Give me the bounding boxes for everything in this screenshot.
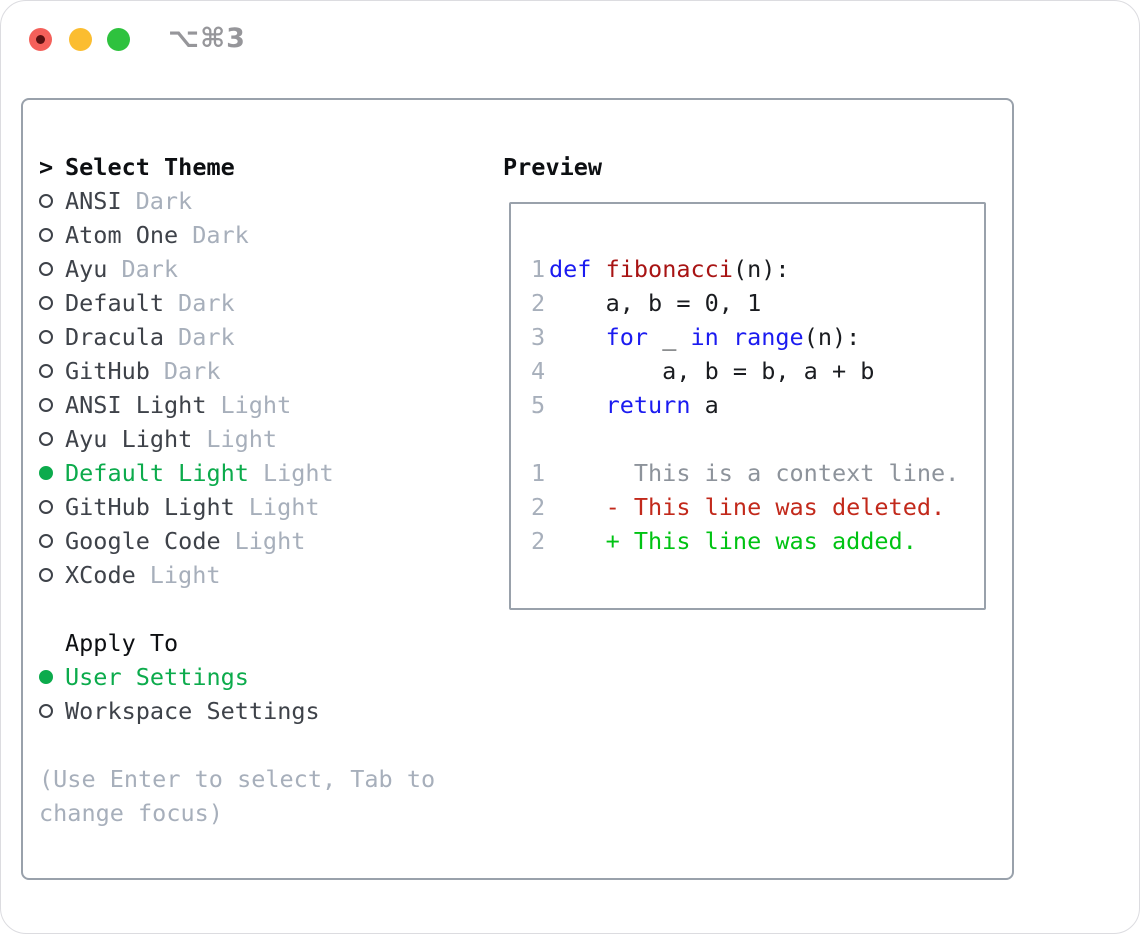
theme-option-label: Ayu Light	[65, 425, 193, 453]
line-number: 4	[531, 357, 546, 385]
minimize-button[interactable]	[69, 28, 92, 51]
preview-line	[531, 422, 984, 456]
theme-option-label: ANSI Light	[65, 391, 207, 419]
theme-variant-tag: Light	[206, 425, 278, 453]
theme-option-google-code[interactable]: Google Code Light	[39, 524, 464, 558]
theme-option-dracula[interactable]: Dracula Dark	[39, 320, 464, 354]
line-content: + This line was added.	[549, 527, 917, 555]
radio-icon	[39, 228, 65, 242]
theme-option-label: Default	[65, 289, 165, 317]
theme-variant-tag: Dark	[178, 289, 235, 317]
radio-icon	[39, 194, 65, 208]
theme-option-label: Google Code	[65, 527, 221, 555]
radio-icon	[39, 398, 65, 412]
theme-variant-tag: Light	[149, 561, 221, 589]
theme-variant-tag: Dark	[178, 323, 235, 351]
close-button-dot	[36, 35, 45, 44]
theme-variant-tag: Light	[220, 391, 292, 419]
radio-icon	[39, 568, 65, 582]
apply-to-title: Apply To	[65, 629, 179, 657]
radio-icon	[39, 330, 65, 344]
theme-option-label: Dracula	[65, 323, 165, 351]
radio-icon	[39, 534, 65, 548]
theme-variant-tag: Dark	[192, 221, 249, 249]
preview-line: 4 a, b = b, a + b	[531, 354, 984, 388]
theme-option-atom-one[interactable]: Atom One Dark	[39, 218, 464, 252]
radio-icon	[39, 432, 65, 446]
radio-icon	[39, 364, 65, 378]
line-number: 3	[531, 323, 546, 351]
line-content: def fibonacci(n):	[549, 255, 790, 283]
preview-line: 2 + This line was added.	[531, 524, 984, 558]
theme-option-github[interactable]: GitHub Dark	[39, 354, 464, 388]
cursor-marker: >	[39, 153, 65, 181]
theme-variant-tag: Light	[234, 527, 306, 555]
preview-line: 3 for _ in range(n):	[531, 320, 984, 354]
radio-icon	[39, 500, 65, 514]
line-number: 2	[531, 527, 546, 555]
line-content: return a	[605, 391, 719, 419]
theme-variant-tag: Dark	[121, 255, 179, 283]
close-button[interactable]	[29, 28, 52, 51]
theme-option-ansi-light[interactable]: ANSI Light Light	[39, 388, 464, 422]
window-shortcut-label: ⌥⌘3	[168, 23, 246, 54]
theme-option-github-light[interactable]: GitHub Light Light	[39, 490, 464, 524]
theme-variant-tag: Light	[248, 493, 320, 521]
theme-option-default[interactable]: Default Dark	[39, 286, 464, 320]
line-number: 2	[531, 289, 546, 317]
theme-option-label: Ayu	[65, 255, 108, 283]
radio-selected-icon	[39, 670, 65, 684]
apply-option-label: User Settings	[65, 663, 249, 691]
line-number: 5	[531, 391, 546, 419]
apply-option-user-settings[interactable]: User Settings	[39, 660, 464, 694]
theme-option-ayu[interactable]: Ayu Dark	[39, 252, 464, 286]
apply-option-workspace-settings[interactable]: Workspace Settings	[39, 694, 464, 728]
preview-line: 2 a, b = 0, 1	[531, 286, 984, 320]
theme-option-label: Atom One	[65, 221, 179, 249]
hint-text: (Use Enter to select, Tab to change focu…	[39, 765, 436, 827]
apply-option-label: Workspace Settings	[65, 697, 320, 725]
theme-variant-tag: Light	[262, 459, 334, 487]
theme-variant-tag: Dark	[163, 357, 221, 385]
theme-option-label: Default Light	[65, 459, 249, 487]
line-number: 1	[531, 459, 546, 487]
line-number: 1	[531, 255, 546, 283]
apply-to-header: Apply To	[39, 626, 464, 660]
radio-selected-icon	[39, 466, 65, 480]
line-content: a, b = 0, 1	[549, 289, 762, 317]
titlebar: ⌥⌘3	[1, 1, 1139, 77]
line-content: for _ in range(n):	[605, 323, 861, 351]
radio-icon	[39, 296, 65, 310]
theme-option-ansi[interactable]: ANSI Dark	[39, 184, 464, 218]
radio-icon	[39, 262, 65, 276]
radio-icon	[39, 704, 65, 718]
preview-line: 2 - This line was deleted.	[531, 490, 984, 524]
line-content: - This line was deleted.	[549, 493, 946, 521]
preview-line: 1 This is a context line.	[531, 456, 984, 490]
theme-option-label: GitHub	[65, 357, 150, 385]
line-number: 2	[531, 493, 546, 521]
theme-option-label: ANSI	[65, 187, 122, 215]
zoom-button[interactable]	[107, 28, 130, 51]
select-theme-title: Select Theme	[65, 153, 235, 181]
preview-line: 5 return a	[531, 388, 984, 422]
theme-option-label: XCode	[65, 561, 136, 589]
theme-option-ayu-light[interactable]: Ayu Light Light	[39, 422, 464, 456]
theme-option-default-light[interactable]: Default Light Light	[39, 456, 464, 490]
cursor-icon: >	[39, 153, 54, 181]
theme-option-xcode[interactable]: XCode Light	[39, 558, 464, 592]
line-content: a, b = b, a + b	[549, 357, 875, 385]
line-content: This is a context line.	[549, 459, 960, 487]
preview-title: Preview	[503, 153, 603, 181]
theme-option-label: GitHub Light	[65, 493, 235, 521]
theme-variant-tag: Dark	[135, 187, 193, 215]
select-theme-header: > Select Theme	[39, 150, 464, 184]
